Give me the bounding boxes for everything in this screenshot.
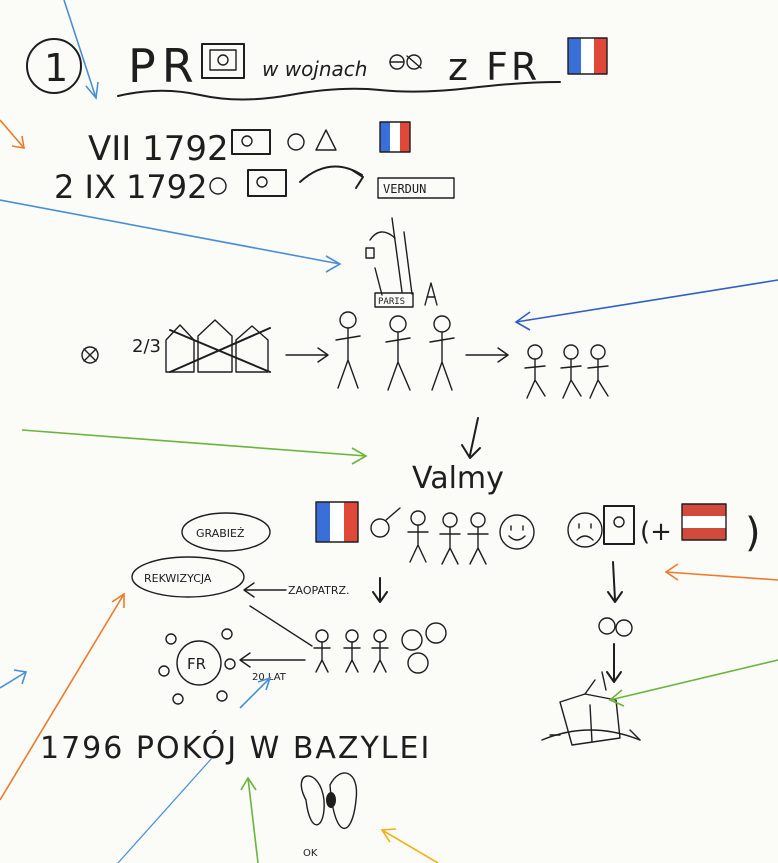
zaopatrz-label: ZAOPATRZ.	[288, 584, 350, 597]
happy-face-icon	[499, 514, 535, 550]
rekwizycja-bubble: REKWIZYCJA	[131, 556, 245, 598]
eiffel-tower-icon	[424, 282, 438, 306]
date-july-1792: VII 1792	[88, 129, 229, 169]
prussia-flag-icon	[247, 169, 287, 197]
prussian-eagles-icon	[598, 617, 633, 637]
number-label: 1	[44, 46, 68, 90]
austria-flag-icon	[681, 503, 727, 541]
road-to-paris-icon: PARIS	[365, 217, 438, 308]
paris-sign: PARIS	[378, 297, 405, 307]
down-arrow	[461, 417, 481, 459]
prussia-flag-icon	[201, 43, 245, 79]
number-circle: 1	[26, 38, 82, 94]
arrow	[243, 582, 287, 598]
soldiers-icon	[335, 311, 455, 391]
svg-text:GRABIEŻ: GRABIEŻ	[196, 527, 245, 540]
down-arrow	[607, 561, 623, 603]
prussian-eagle-icon	[81, 346, 99, 364]
title-pr: PR	[128, 39, 200, 93]
svg-text:REKWIZYCJA: REKWIZYCJA	[144, 572, 212, 585]
partition-map-icon	[541, 671, 641, 746]
prussian-eagle-icon	[287, 129, 337, 151]
french-army-icon	[313, 622, 447, 674]
svg-text:VERDUN: VERDUN	[383, 182, 426, 196]
title-fr: z FR	[448, 45, 540, 89]
arrow	[239, 652, 306, 668]
arrow	[465, 347, 509, 363]
peace-basel-label: 1796 POKÓJ W BAZYLEI	[40, 729, 431, 766]
fr-besieged-icon: FR	[158, 628, 236, 705]
prussia-flag-icon	[603, 505, 635, 545]
footprints-icon: OK	[300, 772, 358, 859]
running-soldiers-icon	[524, 344, 609, 399]
french-flag-icon	[567, 37, 608, 75]
down-arrow	[606, 643, 622, 683]
ok-label: OK	[303, 848, 318, 859]
valmy-label: Valmy	[412, 461, 504, 496]
prussian-eagles-icon	[389, 54, 422, 70]
crossed-houses-icon	[165, 319, 271, 373]
plus-sign: (+	[640, 517, 672, 547]
close-paren: )	[745, 510, 761, 556]
grabiez-bubble: GRABIEŻ	[181, 512, 271, 552]
verdun-sign: VERDUN	[377, 177, 455, 199]
arrow-line	[249, 605, 313, 647]
date-sept-1792: 2 IX 1792	[54, 168, 208, 206]
title-wojnach: w wojnach	[262, 57, 367, 81]
title-underline	[117, 81, 561, 101]
french-soldiers-icon	[407, 510, 489, 565]
fr-circle-label: FR	[187, 655, 206, 673]
fraction-two-thirds: 2/3	[132, 336, 161, 357]
eagle-icon	[370, 507, 401, 538]
french-flag-icon	[379, 121, 411, 153]
prussian-eagle-icon	[209, 177, 227, 195]
french-flag-icon	[315, 501, 359, 543]
prussia-flag-icon	[231, 129, 271, 155]
sad-face-icon	[567, 512, 603, 548]
curved-arrow	[299, 165, 363, 183]
down-arrow	[372, 577, 388, 603]
arrow	[285, 347, 329, 363]
